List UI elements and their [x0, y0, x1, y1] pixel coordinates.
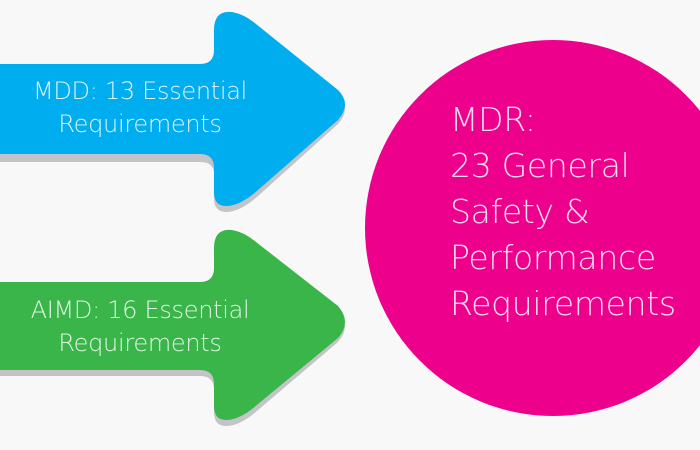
mdd-label: MDD: 13 Essential Requirements: [0, 75, 280, 141]
mdr-label-line1: MDR:: [450, 100, 536, 139]
mdr-label-line3: Safety &: [450, 192, 590, 231]
aimd-label-line1: AIMD: 16 Essential: [30, 296, 250, 324]
mdd-label-line1: MDD: 13 Essential: [32, 77, 248, 105]
mdd-arrow: [0, 11, 345, 207]
mdr-circle: [365, 40, 700, 416]
aimd-label: AIMD: 16 Essential Requirements: [0, 294, 280, 360]
mdd-label-line2: Requirements: [58, 110, 222, 138]
mdr-label: MDR: 23 General Safety & Performance Req…: [450, 97, 676, 327]
aimd-arrow: [0, 229, 345, 420]
mdr-label-line4: Performance: [450, 238, 656, 277]
aimd-label-line2: Requirements: [58, 329, 222, 357]
mdr-label-line5: Requirements: [450, 284, 676, 323]
mdr-label-line2: 23 General: [450, 146, 630, 185]
